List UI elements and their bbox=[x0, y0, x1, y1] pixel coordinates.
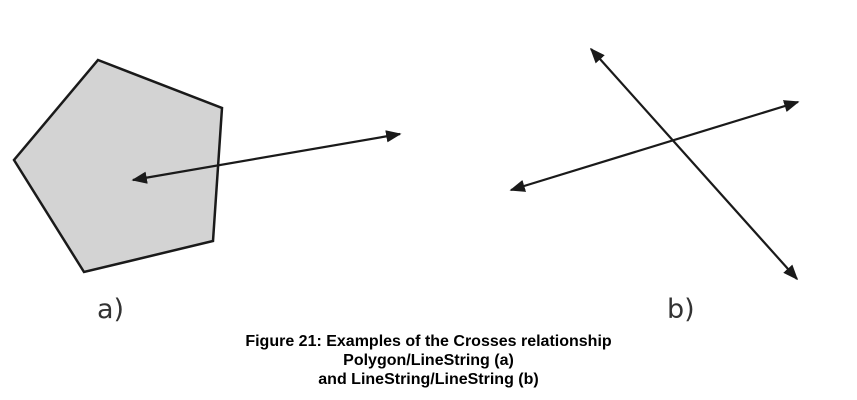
crossing-linestring-b bbox=[509, 100, 800, 192]
panel-b-label: b) bbox=[667, 294, 695, 325]
crossing-linestring-a bbox=[131, 130, 402, 184]
diagonal-linestring-b bbox=[589, 47, 799, 281]
pentagon-polygon bbox=[12, 58, 224, 274]
caption-title: Figure 21: Examples of the Crosses relat… bbox=[245, 333, 612, 350]
caption-line-2: Polygon/LineString (a) bbox=[343, 352, 514, 369]
caption-line-3: and LineString/LineString (b) bbox=[318, 371, 539, 388]
figure-caption: Figure 21: Examples of the Crosses relat… bbox=[0, 332, 857, 389]
panel-a-label: a) bbox=[97, 294, 125, 325]
